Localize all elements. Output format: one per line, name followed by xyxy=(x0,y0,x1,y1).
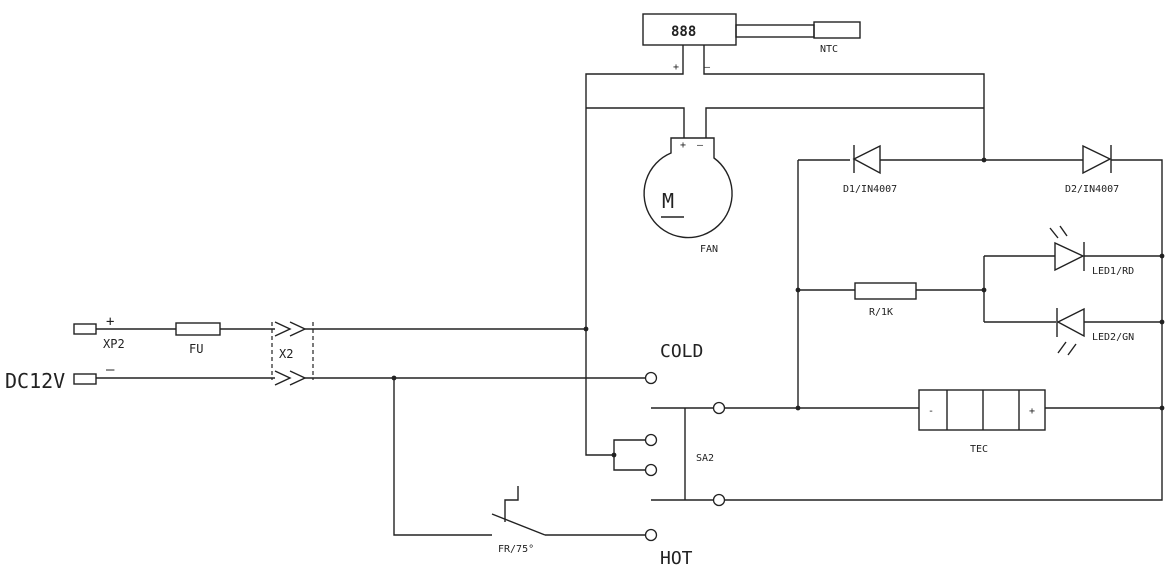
fan-motor: M xyxy=(643,137,733,239)
wire-right-return xyxy=(724,159,1163,501)
terminal-common-lower xyxy=(712,493,726,507)
switch-label: SA2 xyxy=(696,453,714,464)
resistor-label: R/1K xyxy=(869,307,893,318)
terminal-common-upper xyxy=(712,401,726,415)
temperature-display: 888 xyxy=(642,13,861,46)
tec-module: - + xyxy=(918,389,1046,431)
diode2-label: D2/IN4007 xyxy=(1065,184,1119,195)
wire-bridge-bottom xyxy=(613,455,646,471)
terminal-hot xyxy=(644,528,658,542)
tec-plus-label: + xyxy=(1029,406,1035,417)
supply-label: DC12V xyxy=(5,369,65,393)
diode-d2 xyxy=(1082,144,1112,175)
terminal-bridge-2 xyxy=(644,463,658,477)
tec-minus-label: - xyxy=(928,406,934,417)
thermal-switch-label: FR/75° xyxy=(498,544,534,555)
hot-label: HOT xyxy=(660,548,693,568)
minus-label: – xyxy=(106,362,115,378)
terminal-bridge-1 xyxy=(644,433,658,447)
fuse-label: FU xyxy=(189,342,203,356)
thermal-switch-fr xyxy=(491,486,546,536)
tec-label: TEC xyxy=(970,444,988,455)
connector-label: X2 xyxy=(279,347,293,361)
fan-minus-label: – xyxy=(697,140,704,151)
fan-plus-label: + xyxy=(680,140,686,151)
led2-green xyxy=(1056,307,1085,356)
diode1-label: D1/IN4007 xyxy=(843,184,897,195)
wire-fan-plus xyxy=(586,107,685,138)
terminal-cold xyxy=(644,371,658,385)
wire-thermal-switch-in xyxy=(393,378,492,536)
led1-label: LED1/RD xyxy=(1092,266,1134,277)
motor-symbol: M xyxy=(662,189,674,213)
display-readout: 888 xyxy=(671,24,696,40)
led1-red xyxy=(1049,225,1085,272)
plus-label: + xyxy=(106,314,114,330)
resistor-r xyxy=(854,282,917,300)
connector-x2 xyxy=(271,321,314,386)
ntc-label: NTC xyxy=(820,44,838,55)
diode-d1 xyxy=(852,144,881,175)
led2-label: LED2/GN xyxy=(1092,332,1134,343)
plug-label: XP2 xyxy=(103,337,125,351)
cold-label: COLD xyxy=(660,341,703,362)
wire-bridge-top xyxy=(613,439,646,455)
display-minus-label: – xyxy=(704,62,711,73)
wire-display-minus xyxy=(703,45,985,160)
wire-fan-minus xyxy=(705,107,984,138)
junction-dots xyxy=(391,157,1165,458)
display-plus-label: + xyxy=(673,62,679,73)
wire-display-plus xyxy=(585,45,684,456)
fan-label: FAN xyxy=(700,244,718,255)
plug-xp2 xyxy=(73,323,97,385)
fuse-fu xyxy=(175,322,221,336)
